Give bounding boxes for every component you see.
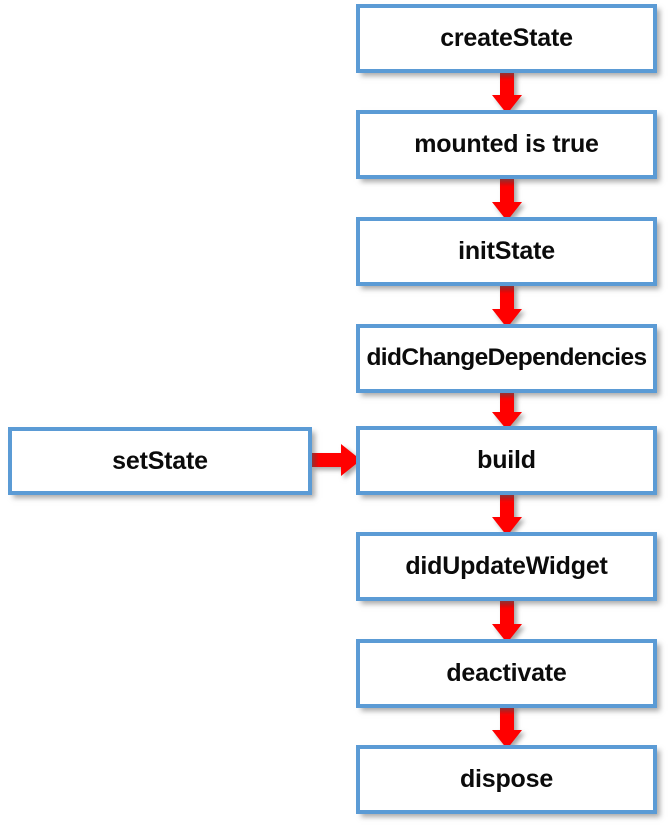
arrow-setState-to-build <box>311 444 361 476</box>
arrow-didUpdateWidget-to-deactivate <box>492 599 522 643</box>
node-label-dispose: dispose <box>459 765 554 793</box>
node-dispose[interactable]: dispose <box>356 745 657 814</box>
node-label-didUpdateWidget: didUpdateWidget <box>405 552 608 580</box>
node-label-setState: setState <box>112 446 208 475</box>
arrow-createState-to-mounted <box>492 70 522 114</box>
arrow-mounted-to-initState <box>492 177 522 221</box>
node-build[interactable]: build <box>356 426 657 495</box>
node-mounted-is-true[interactable]: mounted is true <box>356 110 657 179</box>
arrow-build-to-didUpdateWidget <box>492 492 522 536</box>
arrow-deactivate-to-dispose <box>492 705 522 749</box>
node-label-initState: initState <box>458 237 555 265</box>
node-initState[interactable]: initState <box>356 217 657 286</box>
arrow-didChangeDependencies-to-build <box>492 390 522 430</box>
node-didUpdateWidget[interactable]: didUpdateWidget <box>356 532 657 601</box>
node-didChangeDependencies[interactable]: didChangeDependencies <box>356 324 657 393</box>
node-deactivate[interactable]: deactivate <box>356 639 657 708</box>
arrow-initState-to-didChangeDependencies <box>492 284 522 328</box>
node-createState[interactable]: createState <box>356 4 657 73</box>
node-setState[interactable]: setState <box>8 427 312 495</box>
node-label-mounted-is-true: mounted is true <box>414 130 599 158</box>
node-label-createState: createState <box>440 24 573 52</box>
node-label-didChangeDependencies: didChangeDependencies <box>366 344 647 372</box>
node-label-deactivate: deactivate <box>446 659 567 687</box>
node-label-build: build <box>477 446 536 474</box>
